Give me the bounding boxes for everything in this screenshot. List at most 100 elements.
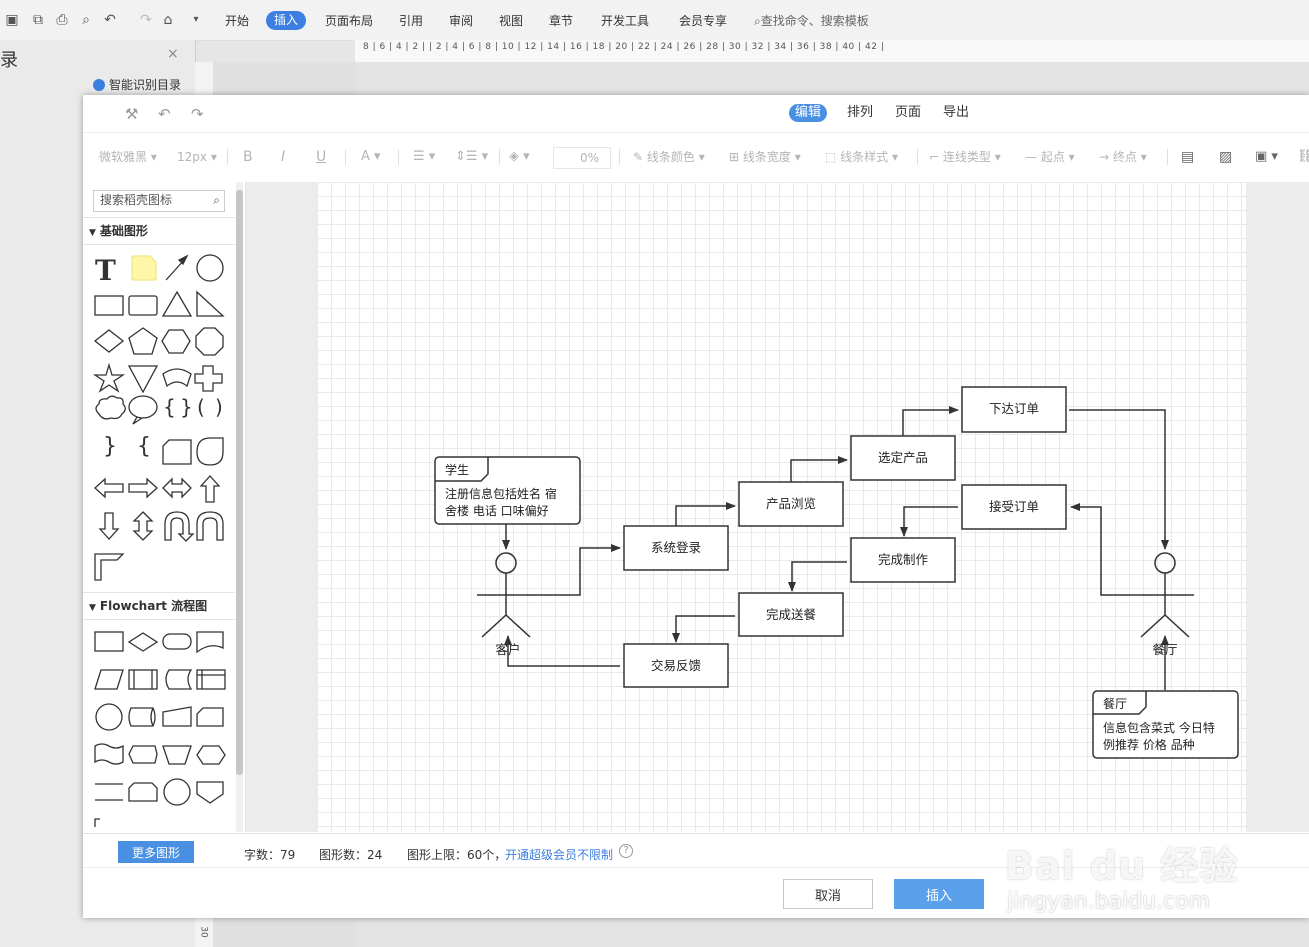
- decision-icon[interactable]: [127, 632, 159, 652]
- octagon-icon[interactable]: [195, 327, 224, 356]
- format-painter-icon[interactable]: ⚒: [125, 105, 139, 123]
- circle-icon[interactable]: [196, 254, 224, 282]
- right-brace-icon[interactable]: }: [103, 434, 117, 459]
- help-icon[interactable]: ?: [619, 844, 633, 858]
- left-arrow-icon[interactable]: [94, 477, 124, 499]
- predefined-process-icon[interactable]: [128, 669, 158, 690]
- redo-icon[interactable]: ↷: [140, 12, 152, 28]
- stored-data-icon[interactable]: [165, 669, 193, 690]
- end-arrow-button[interactable]: → 终点 ▾: [1099, 150, 1147, 164]
- save-icon[interactable]: ▣: [5, 12, 19, 28]
- menu-developer[interactable]: 开发工具: [601, 14, 650, 28]
- category-flowchart[interactable]: ▼Flowchart 流程图: [83, 592, 235, 620]
- tab-page[interactable]: 页面: [895, 105, 922, 120]
- tab-export[interactable]: 导出: [943, 105, 970, 120]
- connector-type-button[interactable]: ⌐ 连线类型 ▾: [929, 150, 1001, 164]
- left-brace-icon[interactable]: {: [137, 434, 151, 459]
- loop-limit-icon[interactable]: [128, 782, 158, 802]
- box-deliver[interactable]: [738, 592, 844, 637]
- right-arrow-icon[interactable]: [128, 477, 158, 499]
- align-icon[interactable]: ☰ ▾: [413, 149, 436, 164]
- up-down-arrow-icon[interactable]: [132, 511, 154, 541]
- smart-toc-button[interactable]: 智能识别目录: [93, 76, 181, 93]
- hexagon-icon[interactable]: [161, 329, 191, 354]
- teardrop-icon[interactable]: [196, 437, 224, 466]
- process-icon[interactable]: [94, 631, 124, 652]
- bracket-pair-icon[interactable]: (): [197, 395, 223, 419]
- box-feedback[interactable]: [623, 643, 729, 688]
- terminator-icon[interactable]: [162, 633, 192, 650]
- image-icon[interactable]: ▨: [1219, 149, 1233, 165]
- italic-button[interactable]: I: [281, 149, 286, 165]
- tab-edit[interactable]: 编辑: [789, 104, 828, 122]
- preparation-icon[interactable]: [196, 745, 226, 765]
- box-login[interactable]: [623, 525, 729, 571]
- link-icon[interactable]: ⛓: [1297, 149, 1309, 164]
- more-shapes-button[interactable]: 更多图形: [118, 841, 194, 863]
- sticky-note-icon[interactable]: [131, 255, 157, 281]
- u-turn-arrow-icon[interactable]: [164, 511, 195, 542]
- arrow-line-icon[interactable]: [165, 254, 189, 281]
- shape-panel-scroll-thumb[interactable]: [236, 190, 243, 775]
- menu-review[interactable]: 审阅: [449, 14, 474, 28]
- tab-arrange[interactable]: 排列: [847, 105, 874, 120]
- parallel-mode-icon[interactable]: [95, 783, 123, 801]
- text-tool-icon[interactable]: T: [95, 254, 116, 287]
- display-icon[interactable]: [128, 745, 158, 764]
- manual-operation-icon[interactable]: [162, 745, 192, 765]
- right-triangle-icon[interactable]: [196, 290, 225, 317]
- on-page-connector-icon[interactable]: [163, 778, 191, 806]
- vip-link[interactable]: 开通超级会员不限制: [505, 848, 614, 862]
- box-select[interactable]: [850, 435, 956, 481]
- font-size-select[interactable]: 12px ▾: [177, 150, 217, 164]
- note-student[interactable]: [434, 456, 581, 525]
- connector-circle-icon[interactable]: [95, 703, 123, 731]
- format-painter-icon[interactable]: ⌂: [163, 12, 173, 28]
- menu-page-layout[interactable]: 页面布局: [325, 14, 374, 28]
- restaurant-actor[interactable]: [1134, 552, 1194, 638]
- curved-banner-icon[interactable]: [162, 368, 192, 388]
- undo-icon[interactable]: ↶: [158, 105, 171, 123]
- up-arrow-icon[interactable]: [199, 475, 221, 503]
- drawing-canvas[interactable]: 系统登录 产品浏览 选定产品 下达订单 接受订单 完成制作 完成送餐 交易反馈 …: [317, 182, 1246, 832]
- bold-button[interactable]: B: [243, 149, 253, 165]
- off-page-connector-icon[interactable]: [196, 781, 224, 804]
- menu-start[interactable]: 开始: [225, 14, 250, 28]
- partial-shape-icon[interactable]: [94, 818, 100, 827]
- preview-icon[interactable]: ⌕: [82, 12, 90, 28]
- line-color-button[interactable]: ✎ 线条颜色 ▾: [633, 150, 705, 164]
- data-icon[interactable]: [94, 669, 124, 690]
- shape-search-input[interactable]: [94, 191, 204, 209]
- print-icon[interactable]: ⎙: [56, 12, 68, 28]
- cloud-icon[interactable]: [95, 395, 126, 420]
- opacity-field[interactable]: 0%: [553, 147, 611, 169]
- line-style-button[interactable]: ⬚ 线条样式 ▾: [825, 150, 899, 164]
- cancel-button[interactable]: 取消: [783, 879, 873, 909]
- rounded-rectangle-icon[interactable]: [128, 295, 158, 316]
- page-icon[interactable]: ▣ ▾: [1255, 149, 1278, 164]
- font-color-button[interactable]: A ▾: [361, 149, 381, 164]
- box-accept[interactable]: [961, 484, 1067, 530]
- funnel-shape-icon[interactable]: [127, 365, 159, 394]
- layout-icon[interactable]: ▤: [1181, 149, 1195, 165]
- search-icon[interactable]: ⌕: [213, 193, 220, 207]
- diamond-icon[interactable]: [93, 329, 125, 353]
- internal-storage-icon[interactable]: [196, 669, 226, 690]
- more-chevron-icon[interactable]: ▾: [193, 14, 199, 25]
- underline-button[interactable]: U: [316, 149, 327, 165]
- box-browse[interactable]: [738, 481, 844, 527]
- rectangle-icon[interactable]: [94, 295, 124, 316]
- manual-input-icon[interactable]: [162, 706, 192, 727]
- speech-bubble-icon[interactable]: [128, 395, 158, 425]
- corner-shape-icon[interactable]: [94, 553, 125, 581]
- document-icon[interactable]: [196, 631, 224, 654]
- customer-actor[interactable]: [477, 552, 537, 638]
- insert-button[interactable]: 插入: [894, 879, 984, 909]
- triangle-icon[interactable]: [161, 290, 193, 317]
- undo-icon[interactable]: ↶: [104, 12, 116, 28]
- down-arrow-icon[interactable]: [98, 512, 120, 540]
- menu-chapter[interactable]: 章节: [549, 14, 574, 28]
- note-restaurant[interactable]: [1092, 690, 1239, 759]
- box-make[interactable]: [850, 537, 956, 583]
- menu-view[interactable]: 视图: [499, 14, 524, 28]
